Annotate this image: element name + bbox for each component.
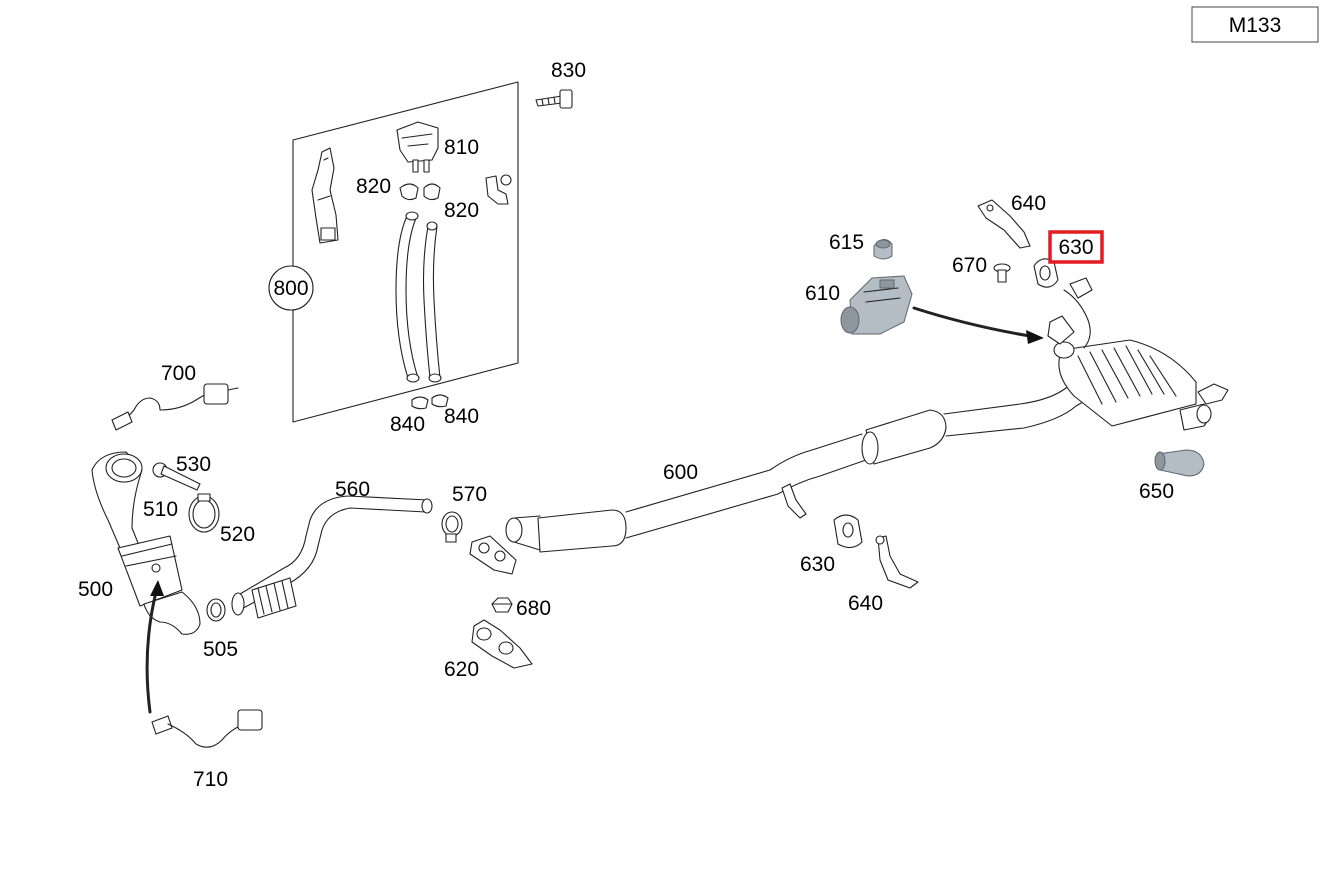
- clamp-520: [188, 493, 220, 533]
- model-code: M133: [1229, 14, 1282, 37]
- label-520: 520: [220, 523, 255, 546]
- label-500: 500: [78, 578, 113, 601]
- bolt-530: [152, 462, 201, 491]
- label-800: 800: [273, 277, 308, 300]
- flange-bracket: [469, 535, 517, 575]
- sensor-bracket-right: [485, 174, 512, 205]
- label-630: 630: [800, 553, 835, 576]
- rubber-mount-630-upper: [1033, 258, 1059, 288]
- oxygen-sensor-700: [111, 383, 239, 431]
- label-700: 700: [161, 362, 196, 385]
- label-530: 530: [176, 453, 211, 476]
- sensor-kit-panel: [268, 81, 519, 423]
- label-830: 830: [551, 59, 586, 82]
- label-810: 810: [444, 136, 479, 159]
- clamp-ring-505: [206, 598, 226, 622]
- label-840: 840: [444, 405, 479, 428]
- front-pipe-560: [231, 495, 433, 619]
- label-560: 560: [335, 478, 370, 501]
- actuator-610: [840, 275, 913, 335]
- hanger-bracket-640-upper: [977, 199, 1031, 249]
- model-code-badge: M133: [1191, 6, 1319, 43]
- screw-670: [993, 263, 1011, 283]
- label-630-highlighted: 630: [1058, 236, 1093, 259]
- connection-arrow-610: [912, 306, 1044, 344]
- label-670: 670: [952, 254, 987, 277]
- label-710: 710: [193, 768, 228, 791]
- label-640: 640: [1011, 192, 1046, 215]
- catalytic-converter-500: [91, 451, 201, 635]
- label-840: 840: [390, 413, 425, 436]
- gasket-bracket-620: [471, 619, 533, 669]
- label-615: 615: [829, 231, 864, 254]
- hose-clamp-840: [411, 394, 449, 410]
- label-680: 680: [516, 597, 551, 620]
- label-505: 505: [203, 638, 238, 661]
- hanger-bracket-640-lower: [875, 535, 919, 589]
- part-labels: 830 810 820 820 800 840 840 700 530 510 …: [78, 59, 1174, 791]
- label-510: 510: [143, 498, 178, 521]
- label-820: 820: [356, 175, 391, 198]
- center-pipe-600: [505, 381, 1091, 553]
- exhaust-tip-650: [1154, 449, 1205, 477]
- label-570: 570: [452, 483, 487, 506]
- label-600: 600: [663, 461, 698, 484]
- sensor-hoses: [395, 211, 442, 383]
- connection-arrow-710: [145, 580, 164, 714]
- label-620: 620: [444, 658, 479, 681]
- label-820: 820: [444, 199, 479, 222]
- highlight-box: [1048, 230, 1104, 264]
- hose-clip-820: [399, 183, 441, 201]
- label-610: 610: [805, 282, 840, 305]
- oxygen-sensor-710: [151, 709, 263, 748]
- pipe-hanger-bracket: [781, 483, 807, 519]
- nut-680: [491, 597, 513, 613]
- bolt-830: [535, 89, 573, 109]
- pressure-sensor-810: [396, 121, 439, 173]
- rear-muffler: [1047, 277, 1229, 431]
- label-640: 640: [848, 592, 883, 615]
- label-650: 650: [1139, 480, 1174, 503]
- clamp-570: [441, 511, 463, 543]
- grommet-615: [873, 239, 893, 260]
- sensor-bracket: [311, 147, 339, 244]
- rubber-mount-630-lower: [833, 514, 863, 549]
